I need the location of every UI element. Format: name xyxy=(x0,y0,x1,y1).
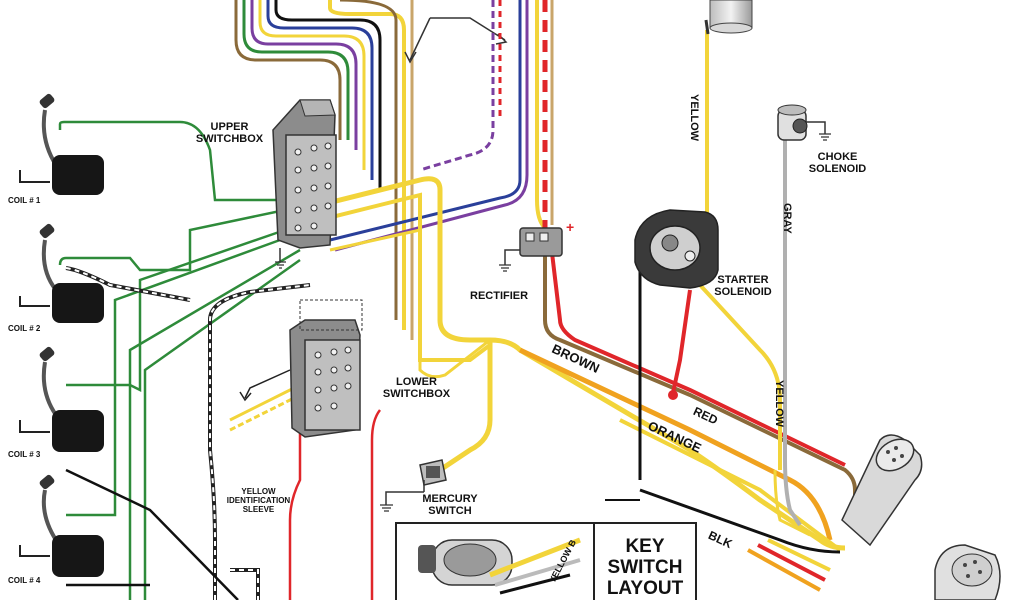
coil-4 xyxy=(19,474,104,577)
lower-switchbox-label: LOWER SWITCHBOX xyxy=(382,376,451,400)
main-harness-to-plug xyxy=(518,210,857,592)
coil-green-wires xyxy=(58,120,301,600)
choke-solenoid-label: CHOKE SOLENOID xyxy=(808,151,867,175)
key-switch-layout-box xyxy=(395,522,697,600)
harness-callout-arrows xyxy=(404,17,508,64)
upper-switchbox-label: UPPER SWITCHBOX xyxy=(195,121,264,145)
key-switch-layout-label: KEY SWITCH LAYOUT xyxy=(606,536,684,599)
dashed-wires xyxy=(65,266,311,600)
key-switch-socket xyxy=(934,544,1001,600)
choke-solenoid xyxy=(777,104,831,141)
starter-solenoid-label: STARTER SOLENOID xyxy=(714,274,772,298)
lower-arrow xyxy=(239,369,291,402)
svg-text:+: + xyxy=(566,219,574,235)
rectifier-label: RECTIFIER xyxy=(470,290,529,302)
wire-label-gray: GRAY xyxy=(781,203,793,234)
red-mid-wire xyxy=(370,409,382,600)
coil-1 xyxy=(19,93,104,195)
starter-solenoid xyxy=(634,209,719,289)
wire-label-yellow-top: YELLOW xyxy=(688,94,700,142)
yellow-harness xyxy=(229,176,846,551)
right-top-wires xyxy=(329,0,554,252)
upper-switchbox xyxy=(272,99,337,269)
top-solenoid xyxy=(704,0,753,35)
coil-3-label: COIL # 3 xyxy=(8,450,41,459)
coil-1-label: COIL # 1 xyxy=(8,196,41,205)
yellow-sleeve-label: YELLOW IDENTIFICATION SLEEVE xyxy=(226,487,291,514)
coil-2 xyxy=(19,223,104,323)
coil-2-label: COIL # 2 xyxy=(8,324,41,333)
coil-4-label: COIL # 4 xyxy=(8,576,41,585)
red-left-wire xyxy=(288,400,302,600)
coil-black-wires xyxy=(65,468,239,600)
coil-3 xyxy=(19,346,104,452)
lower-switchbox xyxy=(289,299,363,438)
wire-label-yellow-right: YELLOW xyxy=(773,380,785,428)
red-solenoid-wire xyxy=(668,289,692,400)
mercury-switch-label: MERCURY SWITCH xyxy=(422,493,478,517)
rectifier: + xyxy=(499,219,574,272)
key-switch-plug xyxy=(841,434,923,547)
top-harness-bundle xyxy=(234,0,414,340)
mercury-switch xyxy=(380,459,447,512)
